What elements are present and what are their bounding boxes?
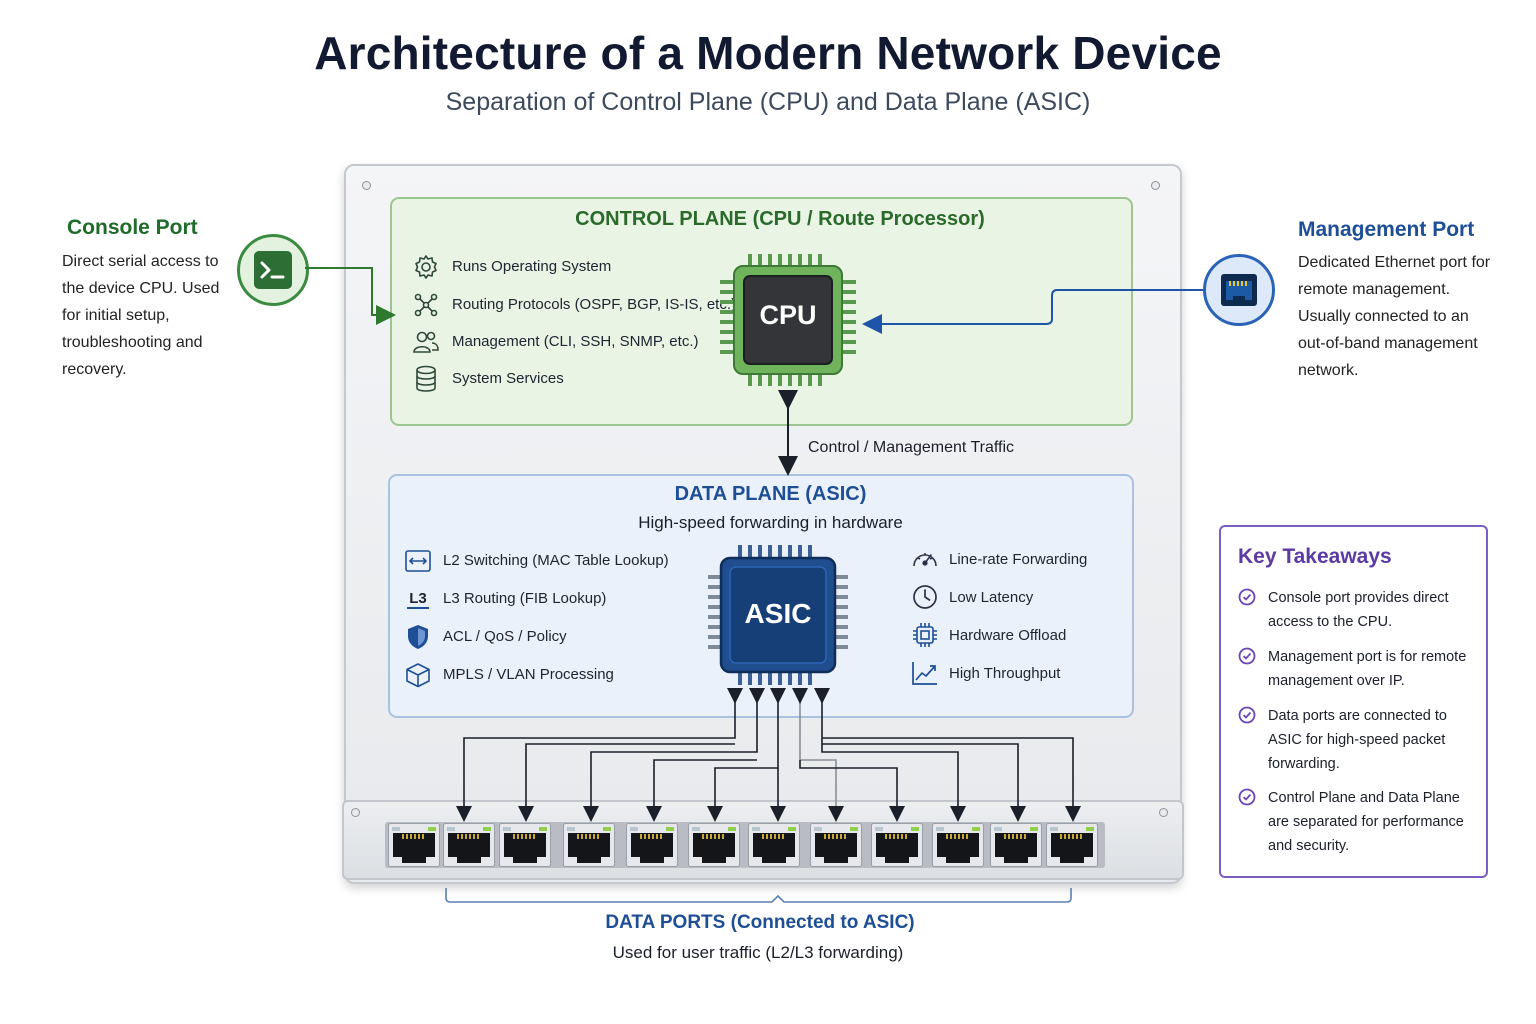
dp-feature-acl: ACL / QoS / Policy [443,628,567,645]
takeaway-item: Data ports are connected to ASIC for hig… [1268,708,1447,772]
console-port-description: Direct serial access to the device CPU. … [62,253,220,378]
key-takeaways-box [1219,525,1488,878]
data-port [748,823,800,867]
console-port-badge [237,234,309,306]
dp-feature-offload: Hardware Offload [949,627,1067,644]
console-link [305,267,396,325]
terminal-icon [254,251,292,289]
screw [362,181,371,190]
cpu-label: CPU [759,300,817,330]
dp-feature-l3: L3 Routing (FIB Lookup) [443,590,607,607]
check-circle-icon [1238,647,1256,665]
data-port [990,823,1042,867]
l3-icon: L3 [404,585,432,613]
ethernet-port-icon [1221,274,1257,306]
screw [1159,808,1168,817]
data-plane-subtitle: High-speed forwarding in hardware [638,513,903,532]
chart-up-icon [911,659,939,687]
data-port [810,823,862,867]
check-circle-icon [1238,788,1256,806]
cp-feature-management: Management (CLI, SSH, SNMP, etc.) [452,333,699,350]
gear-icon [412,253,440,281]
data-port [871,823,923,867]
cpu-chip [720,254,856,386]
data-port [932,823,984,867]
page-subtitle: Separation of Control Plane (CPU) and Da… [445,88,1091,116]
data-ports-title: DATA PORTS (Connected to ASIC) [605,912,915,933]
l3-icon-text: L3 [407,589,429,609]
takeaway-item: Management port is for remote management… [1268,649,1467,689]
data-port [626,823,678,867]
takeaway-item: Console port provides direct access to t… [1268,590,1449,630]
cube-icon [404,661,432,689]
management-port-title: Management Port [1298,218,1475,241]
check-circle-icon [1238,706,1256,724]
switch-icon [404,547,432,575]
screw [351,808,360,817]
network-icon [412,291,440,319]
shield-icon [404,623,432,651]
console-port-title: Console Port [67,216,198,239]
dp-feature-line-rate: Line-rate Forwarding [949,551,1088,568]
management-port-badge [1203,254,1275,326]
ports-bracket [445,888,1072,903]
data-port [563,823,615,867]
check-circle-icon [1238,588,1256,606]
dp-feature-mpls: MPLS / VLAN Processing [443,666,614,683]
chip-icon [911,621,939,649]
management-port-description: Dedicated Ethernet port for remote manag… [1298,254,1491,379]
screw [1151,181,1160,190]
dp-feature-throughput: High Throughput [949,665,1061,682]
dp-feature-l2: L2 Switching (MAC Table Lookup) [443,552,669,569]
management-link [862,289,1203,334]
dp-feature-latency: Low Latency [949,589,1034,606]
key-takeaways-title: Key Takeaways [1238,545,1392,568]
data-plane-title: DATA PLANE (ASIC) [674,483,867,505]
data-port [388,823,440,867]
takeaway-item: Control Plane and Data Plane are separat… [1268,790,1464,854]
users-icon [412,328,440,356]
port-links [456,688,1081,822]
cp-feature-os: Runs Operating System [452,258,612,275]
control-traffic-label: Control / Management Traffic [808,439,1015,456]
cp-feature-routing: Routing Protocols (OSPF, BGP, IS-IS, etc… [452,296,736,313]
data-ports-subtitle: Used for user traffic (L2/L3 forwarding) [612,943,904,962]
asic-label: ASIC [744,598,812,629]
cp-feature-services: System Services [452,370,564,387]
data-port [1046,823,1098,867]
control-plane-title: CONTROL PLANE (CPU / Route Processor) [575,208,985,230]
data-port [499,823,551,867]
data-port [443,823,495,867]
page-title: Architecture of a Modern Network Device [314,27,1222,79]
clock-icon [911,583,939,611]
asic-chip [708,545,848,685]
data-port [688,823,740,867]
database-icon [412,365,440,393]
speedometer-icon [911,545,939,573]
